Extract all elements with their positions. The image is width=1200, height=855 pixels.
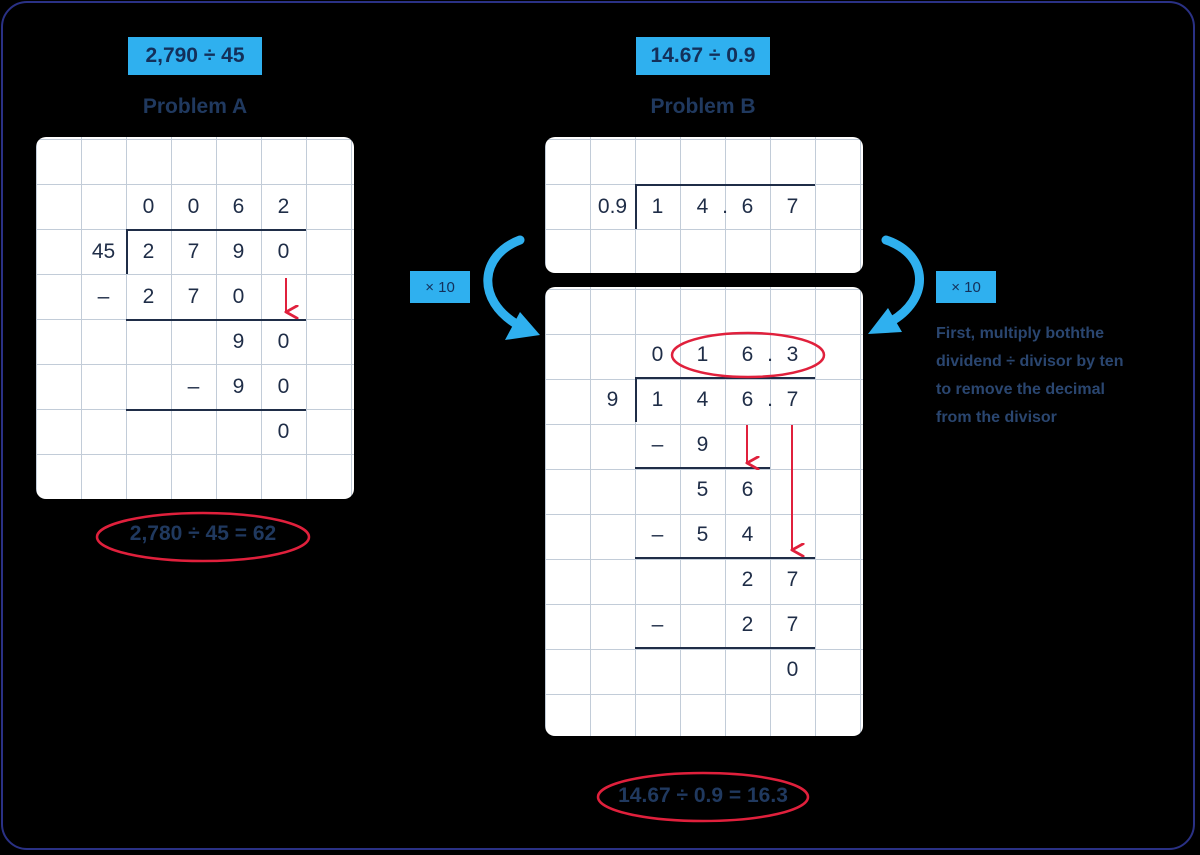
- problem-a-result: 2,780 ÷ 45 = 62: [129, 522, 277, 545]
- grid-digit: 1: [696, 342, 709, 366]
- division-bracket: [635, 184, 637, 229]
- multiply-by-ten-badge-right: × 10: [936, 271, 996, 303]
- grid-digit: 6: [232, 194, 245, 218]
- problem-b-original-grid: 0.9 1 4. 6 7: [545, 137, 863, 273]
- grid-digit: 6: [741, 477, 754, 501]
- grid-digit: –: [187, 374, 200, 398]
- grid-digit: 45: [91, 239, 116, 263]
- grid-digit: 2: [741, 612, 754, 636]
- grid-digit: 9: [232, 239, 245, 263]
- subtraction-line: [635, 557, 815, 559]
- decimal-point: .: [722, 194, 728, 218]
- grid-digit: 7: [786, 612, 799, 636]
- division-bar: [635, 184, 815, 186]
- grid-digit: 0: [277, 329, 290, 353]
- subtraction-line: [635, 467, 770, 469]
- grid-digit: 9: [232, 374, 245, 398]
- grid-digit: 4: [696, 194, 709, 218]
- grid-digit: 3: [786, 342, 799, 366]
- note-line: to remove the decimal: [936, 381, 1105, 398]
- subtraction-line: [635, 647, 815, 649]
- grid-digit: 0: [187, 194, 200, 218]
- grid-digit: 9: [232, 329, 245, 353]
- grid-digit: –: [97, 284, 110, 308]
- grid-digit: 5: [696, 477, 709, 501]
- grid-digit: 4: [741, 522, 754, 546]
- grid-digit: 2: [277, 194, 290, 218]
- grid-digit: 0: [786, 657, 799, 681]
- grid-digit: 9: [696, 432, 709, 456]
- grid-digit: 5: [696, 522, 709, 546]
- grid-digit: 7: [187, 284, 200, 308]
- grid-digit: 2: [142, 239, 155, 263]
- grid-digit: 2: [741, 567, 754, 591]
- grid-digit: 0: [142, 194, 155, 218]
- problem-b-expression: 14.67 ÷ 0.9: [636, 37, 770, 75]
- problem-a-expression: 2,790 ÷ 45: [128, 37, 262, 75]
- grid-digit: 7: [187, 239, 200, 263]
- grid-digit: 0.9: [597, 194, 628, 218]
- problem-a-heading: Problem A: [142, 95, 248, 118]
- grid-digit: 9: [606, 387, 619, 411]
- explanation-note: First, multiply boththe dividend ÷ divis…: [936, 320, 1166, 432]
- division-bracket: [635, 377, 637, 422]
- grid-digit: 4: [696, 387, 709, 411]
- grid-digit: –: [651, 612, 664, 636]
- multiply-by-ten-badge-left: × 10: [410, 271, 470, 303]
- grid-digit: 0: [277, 239, 290, 263]
- grid-digit: 0: [651, 342, 664, 366]
- subtraction-line: [126, 409, 306, 411]
- note-line: First, multiply boththe: [936, 325, 1104, 342]
- division-bracket: [126, 229, 128, 274]
- grid-digit: –: [651, 522, 664, 546]
- grid-digit: 7: [786, 387, 799, 411]
- grid-digit: –: [651, 432, 664, 456]
- note-line: from the divisor: [936, 409, 1057, 426]
- problem-b-heading: Problem B: [650, 95, 756, 118]
- grid-digit: 1: [651, 387, 664, 411]
- grid-digit: 1: [651, 194, 664, 218]
- decimal-point: .: [767, 387, 773, 411]
- grid-digit: 0: [232, 284, 245, 308]
- note-line: dividend ÷ divisor by ten: [936, 353, 1124, 370]
- grid-digit: 0: [277, 419, 290, 443]
- problem-b-result: 14.67 ÷ 0.9 = 16.3: [618, 784, 788, 807]
- subtraction-line: [126, 319, 306, 321]
- grid-digit: 6: [741, 387, 754, 411]
- grid-digit: 0: [277, 374, 290, 398]
- grid-digit: 2: [142, 284, 155, 308]
- grid-digit: 7: [786, 567, 799, 591]
- grid-digit: 7: [786, 194, 799, 218]
- division-bar: [126, 229, 306, 231]
- grid-digit: 6: [741, 194, 754, 218]
